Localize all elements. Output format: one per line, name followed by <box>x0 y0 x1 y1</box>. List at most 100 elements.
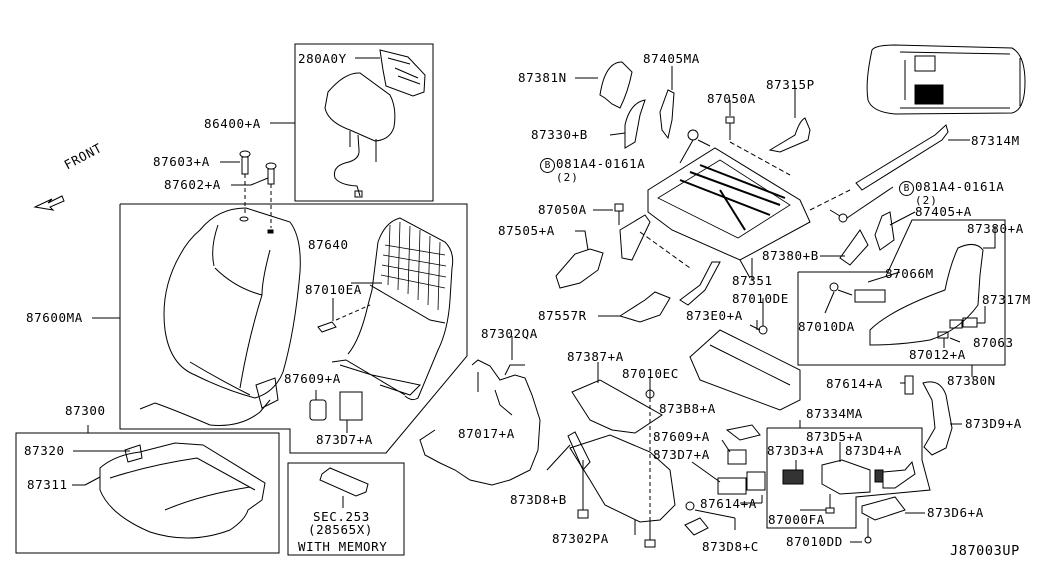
frame-bolt-front-drawing <box>593 204 623 225</box>
bolt-inner-qty: (2) <box>556 171 579 184</box>
callout-cushion-heater-pad[interactable]: 87320 <box>24 443 65 458</box>
memory-unit-drawing <box>320 468 368 508</box>
callout-inner-cover-front[interactable]: 87330+B <box>531 127 588 142</box>
harness-drawing <box>420 336 540 485</box>
callout-motor-clip[interactable]: 87609+A <box>653 429 710 444</box>
callout-power-seat-motor-assembly[interactable]: 87334MA <box>806 406 863 421</box>
memory-note-label: WITH MEMORY <box>298 539 388 554</box>
callout-outer-finisher-assembly[interactable]: 87380N <box>947 373 996 388</box>
car-locator-drawing <box>867 45 1025 114</box>
leg-cover-front-drawing <box>556 231 603 288</box>
callout-finisher-screw[interactable]: 87010DA <box>798 319 855 334</box>
callout-blower-bolt[interactable]: 87010DD <box>786 534 843 549</box>
callout-leg-cover-front[interactable]: 87505+A <box>498 223 555 238</box>
callout-back-frame[interactable]: 87640 <box>308 237 349 252</box>
callout-blower[interactable]: 873D6+A <box>927 505 984 520</box>
front-arrow-icon <box>35 196 64 210</box>
bolt-marker-icon: B <box>540 158 555 173</box>
outer-finisher-drawing <box>825 226 995 348</box>
callout-frame-bolt-de[interactable]: 87010DE <box>732 291 789 306</box>
vent-duct-drawing <box>900 376 962 455</box>
lift-bracket-drawing <box>690 298 800 410</box>
callout-back-motor[interactable]: 873D7+A <box>316 432 373 447</box>
callout-leg-cover-rear[interactable]: 87557R <box>538 308 587 323</box>
seatback-box <box>120 204 467 453</box>
callout-switch-knob[interactable]: 87063 <box>973 335 1014 350</box>
callout-cushion-frame[interactable]: 87351 <box>732 273 773 288</box>
inner-bolt-drawing <box>680 129 710 163</box>
callout-insulator-clip[interactable]: 87010EC <box>622 366 679 381</box>
motor-assembly-box <box>767 428 930 528</box>
cushion-drawing <box>72 443 265 538</box>
callout-motor-d5[interactable]: 873D5+A <box>806 429 863 444</box>
seatback-motor-drawing <box>310 390 362 433</box>
callout-outer-rail-cover[interactable]: 87314M <box>971 133 1020 148</box>
bolt-outer-part: 081A4-0161A <box>915 179 1005 194</box>
callout-back-trim[interactable]: 87600MA <box>26 310 83 325</box>
outer-rail-cover-drawing <box>810 125 970 210</box>
callout-headrest-assembly[interactable]: 86400+A <box>204 116 261 131</box>
memory-unit-sec-label[interactable]: SEC.253 <box>313 509 370 524</box>
callout-headrest-guide-lock[interactable]: 87603+A <box>153 154 210 169</box>
callout-switch[interactable]: 87317M <box>982 292 1031 307</box>
callout-knee-cover[interactable]: 87381N <box>518 70 567 85</box>
finisher-b-drawing <box>820 230 868 265</box>
seat-frame-drawing <box>620 148 810 305</box>
callout-motor-bolt[interactable]: 87000FA <box>768 512 825 527</box>
callout-knob-cover[interactable]: 87614+A <box>700 496 757 511</box>
slide-cover-drawing <box>770 85 810 152</box>
callout-vent-duct[interactable]: 873D9+A <box>965 416 1022 431</box>
callout-seat-motor-bracket[interactable]: 873B8+A <box>659 401 716 416</box>
callout-motor-d3[interactable]: 873D3+A <box>767 443 824 458</box>
seatback-frame-drawing <box>318 218 453 400</box>
cushion-box <box>16 433 279 553</box>
headrest-drawing <box>325 50 425 197</box>
motor-parts-drawing <box>692 425 765 503</box>
blower-drawing <box>850 497 925 544</box>
callout-inner-cover-upper[interactable]: 87405MA <box>643 51 700 66</box>
outer-cover-a-drawing <box>875 212 915 250</box>
callout-link-c[interactable]: 873D8+C <box>702 539 759 554</box>
callout-slide-cover[interactable]: 87315P <box>766 77 815 92</box>
motor-assembly-drawing <box>783 442 915 513</box>
callout-switch-bracket[interactable]: 87066M <box>885 266 934 281</box>
callout-headrest-module[interactable]: 280A0Y <box>298 51 347 66</box>
callout-base-plate[interactable]: 87302PA <box>552 531 609 546</box>
callout-headrest-guide-free[interactable]: 87602+A <box>164 177 221 192</box>
headrest-guide-drawing <box>220 151 276 228</box>
outer-bolt-drawing <box>830 187 893 223</box>
bolt-inner-part: 081A4-0161A <box>556 156 646 171</box>
diagram-reference-code: J87003UP <box>950 543 1020 559</box>
callout-back-frame-bolt[interactable]: 87010EA <box>305 282 362 297</box>
callout-switch-clip[interactable]: 87012+A <box>909 347 966 362</box>
callout-harness-main[interactable]: 87017+A <box>458 426 515 441</box>
callout-cushion-assembly[interactable]: 87300 <box>65 403 106 418</box>
callout-motor-d7[interactable]: 873D7+A <box>653 447 710 462</box>
callout-finisher-b[interactable]: 87380+B <box>762 248 819 263</box>
base-plate-drawing <box>547 432 735 547</box>
insulator-drawing <box>572 362 662 520</box>
memory-unit-box <box>288 463 404 555</box>
callout-motor-d4[interactable]: 873D4+A <box>845 443 902 458</box>
seatback-trim-drawing <box>140 208 300 425</box>
callout-knob-cover-2[interactable]: 87614+A <box>826 376 883 391</box>
outer-finisher-box <box>798 220 1005 365</box>
callout-cushion-pad[interactable]: 87311 <box>27 477 68 492</box>
bolt-marker-icon: B <box>899 181 914 196</box>
callout-insulator[interactable]: 87387+A <box>567 349 624 364</box>
callout-frame-bolt-top[interactable]: 87050A <box>707 91 756 106</box>
callout-frame-bolt-front[interactable]: 87050A <box>538 202 587 217</box>
bolt-outer-qty: (2) <box>915 194 938 207</box>
callout-link-b[interactable]: 873D8+B <box>510 492 567 507</box>
headrest-box <box>295 44 433 201</box>
callout-outer-cover-a[interactable]: 87405+A <box>915 204 972 219</box>
memory-unit-part-label: (28565X) <box>308 522 374 537</box>
callout-back-cover-clip[interactable]: 87609+A <box>284 371 341 386</box>
callout-lift-bracket[interactable]: 873E0+A <box>686 308 743 323</box>
callout-harness-connector[interactable]: 87302QA <box>481 326 538 341</box>
callout-outer-finisher[interactable]: 87380+A <box>967 221 1024 236</box>
